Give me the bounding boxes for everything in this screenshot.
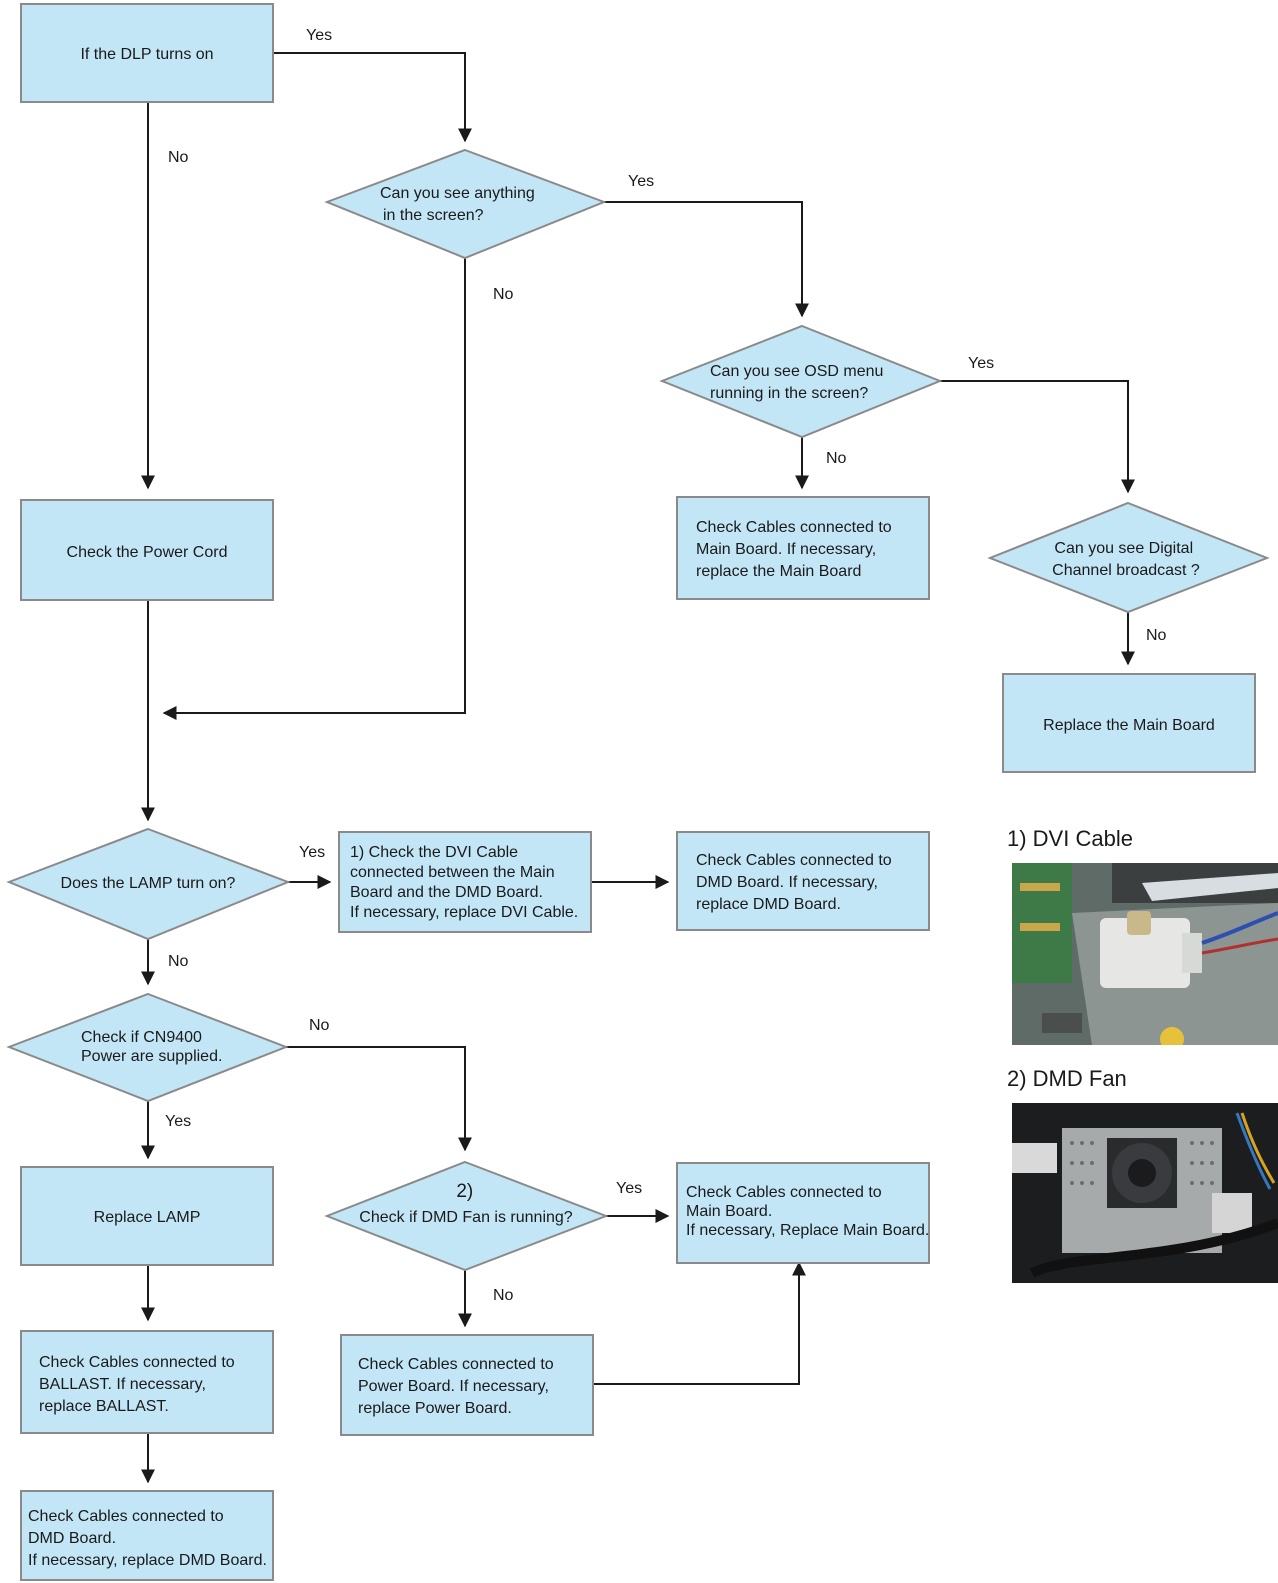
dvi-cable-photo: [1012, 863, 1278, 1045]
node-text: Replace LAMP: [94, 1209, 201, 1226]
label-digital-no: No: [1146, 627, 1167, 644]
node-text: Check Cables connected to DMD Board. If …: [28, 1508, 267, 1569]
edge-dlp-yes: [273, 52, 472, 143]
node-text: Check Cables connected to DMD Board. If …: [696, 852, 896, 913]
node-text: Check if CN9400 Power are supplied.: [81, 1029, 222, 1065]
decision-cn9400-power: Check if CN9400 Power are supplied.: [6, 992, 289, 1103]
node-text: Check Cables connected to BALLAST. If ne…: [39, 1354, 239, 1415]
node-check-power-board: Check Cables connected to Power Board. I…: [340, 1334, 594, 1436]
edge-powerboard-to-main: [592, 1261, 806, 1385]
edge-anything-yes: [604, 201, 809, 318]
node-text: Can you see anything in the screen?: [380, 185, 539, 224]
label-dlp-no: No: [168, 149, 189, 166]
label-anything-no: No: [493, 286, 514, 303]
decision-dmd-fan-running: 2) Check if DMD Fan is running?: [324, 1160, 609, 1272]
node-check-ballast: Check Cables connected to BALLAST. If ne…: [20, 1330, 274, 1434]
node-text: Does the LAMP turn on?: [61, 875, 236, 892]
label-anything-yes: Yes: [628, 173, 654, 190]
decision-lamp-on: Does the LAMP turn on?: [6, 827, 291, 941]
label-osd-no: No: [826, 450, 847, 467]
node-check-dmd-cables-right: Check Cables connected to DMD Board. If …: [676, 831, 930, 931]
label-cn9400-no: No: [309, 1017, 330, 1034]
edge-labels: Yes No Yes No Yes No No Yes No No Yes Ye…: [165, 27, 1167, 1304]
node-dlp-turns-on: If the DLP turns on: [20, 3, 274, 103]
node-replace-lamp: Replace LAMP: [20, 1166, 274, 1266]
decision-see-anything: Can you see anything in the screen?: [324, 148, 607, 260]
edge-anything-no: [162, 258, 466, 720]
label-lamp-yes: Yes: [299, 844, 325, 861]
node-text: Can you see OSD menu running in the scre…: [710, 363, 888, 402]
label-dlp-yes: Yes: [306, 27, 332, 44]
edge-osd-yes: [940, 380, 1135, 494]
node-check-dvi-cable: 1) Check the DVI Cable connected between…: [338, 831, 592, 933]
label-cn9400-yes: Yes: [165, 1113, 191, 1130]
label-lamp-no: No: [168, 953, 189, 970]
node-replace-main-board: Replace the Main Board: [1002, 673, 1256, 773]
edge-cn9400-no: [286, 1046, 472, 1152]
node-text: 1) Check the DVI Cable connected between…: [350, 844, 578, 921]
node-text: Check Cables connected to Power Board. I…: [358, 1356, 558, 1417]
node-text: 2) Check if DMD Fan is running?: [359, 1181, 573, 1226]
label-osd-yes: Yes: [968, 355, 994, 372]
node-check-main-cables-2: Check Cables connected to Main Board. If…: [676, 1162, 930, 1264]
node-text: Check Cables connected to Main Board. If…: [696, 519, 896, 580]
edges: [141, 52, 1135, 1484]
label-fan-yes: Yes: [616, 1180, 642, 1197]
node-text: Check Cables connected to Main Board. If…: [686, 1184, 929, 1239]
label-fan-no: No: [493, 1287, 514, 1304]
node-text: Replace the Main Board: [1043, 717, 1215, 734]
node-check-main-cables: Check Cables connected to Main Board. If…: [676, 496, 930, 600]
node-check-power-cord: Check the Power Cord: [20, 499, 274, 601]
dmd-fan-photo: [1012, 1103, 1278, 1283]
dvi-cable-title: 1) DVI Cable: [1007, 826, 1133, 851]
decision-see-digital: Can you see Digital Channel broadcast ?: [987, 501, 1270, 614]
dmd-fan-title: 2) DMD Fan: [1007, 1066, 1127, 1091]
node-text: Can you see Digital Channel broadcast ?: [1052, 540, 1200, 579]
node-check-dmd-bottom: Check Cables connected to DMD Board. If …: [20, 1490, 274, 1581]
decision-see-osd: Can you see OSD menu running in the scre…: [659, 324, 943, 439]
node-text: If the DLP turns on: [80, 46, 213, 63]
node-text: Check the Power Cord: [67, 544, 228, 561]
